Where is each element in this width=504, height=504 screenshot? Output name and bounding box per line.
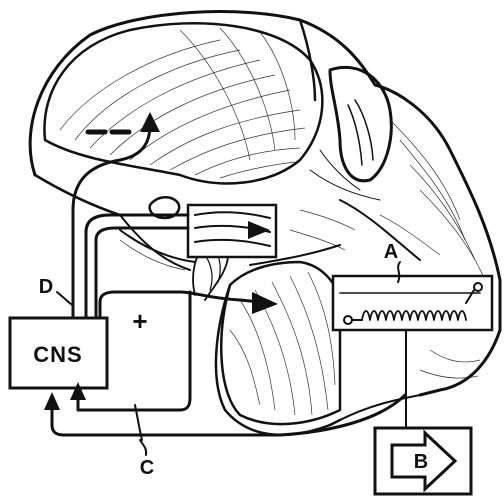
spring-box [333,262,492,430]
masseter-muscle [221,262,340,424]
label-c: C [140,457,154,479]
label-b: B [414,451,428,473]
plus-sign: + [132,306,147,336]
label-d: D [39,276,53,298]
spindle-box-upper [188,205,276,257]
jaw-joint [120,197,195,270]
temporalis-muscle [44,23,322,183]
minus-signs: − − [89,114,127,144]
cns-label: CNS [33,342,82,367]
label-a: A [384,241,398,263]
